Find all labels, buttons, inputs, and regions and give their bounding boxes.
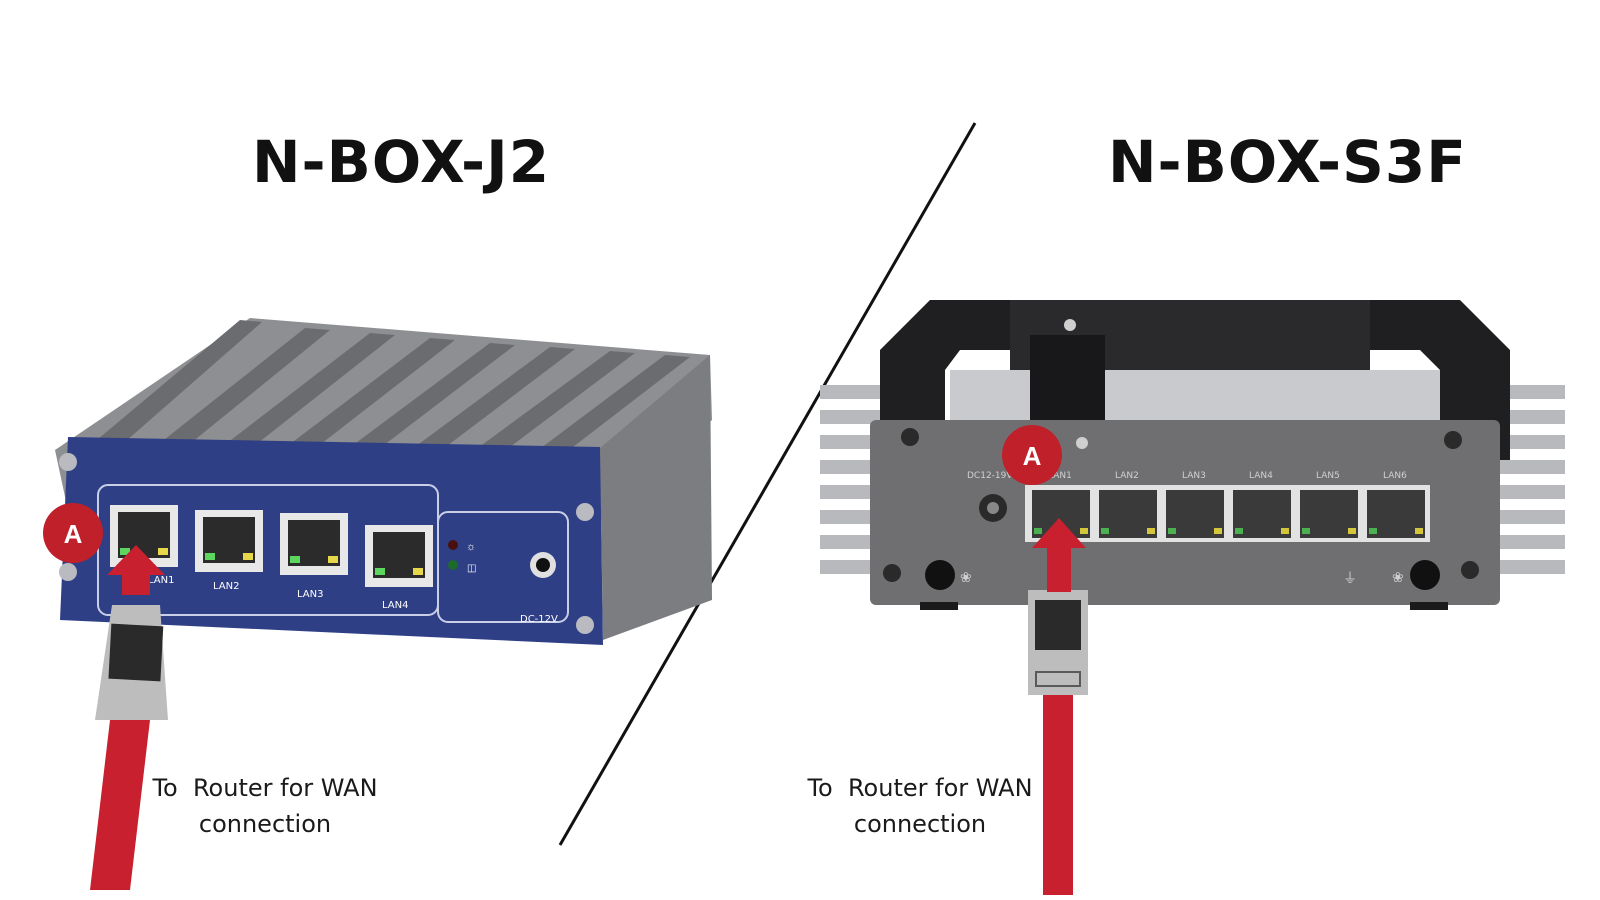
wifi-icon: ❀ — [1392, 569, 1404, 585]
s3f-port-label-1: LAN1 — [1048, 471, 1072, 481]
disk-led-icon — [448, 560, 458, 570]
lightbulb-icon: ☼ — [466, 541, 476, 553]
j2-port-label-2: LAN2 — [213, 581, 239, 592]
divider-line — [558, 122, 977, 846]
ground-icon: ⏚ — [1343, 570, 1357, 586]
s3f-side-fins — [820, 385, 1565, 574]
j2-wan-caption: To Router for WAN connection — [135, 770, 395, 842]
s3f-port-label-6: LAN6 — [1383, 471, 1407, 481]
j2-power-label: DC-12V — [520, 614, 558, 625]
antenna-mount — [1410, 560, 1440, 590]
s3f-ethernet-cable — [1028, 518, 1088, 895]
screw-icon — [1064, 319, 1076, 331]
insert-arrow-icon — [1032, 518, 1086, 592]
s3f-port-label-5: LAN5 — [1316, 471, 1340, 481]
screw-icon — [1076, 437, 1088, 449]
n-box-j2-device: LAN1 LAN2 LAN3 LAN4 ☼ ◫ DC-12V — [55, 318, 712, 645]
s3f-lan-port-6[interactable] — [1367, 490, 1425, 538]
j2-caption-line-2: connection — [198, 810, 332, 838]
s3f-wan-caption: To Router for WAN connection — [790, 770, 1050, 842]
s3f-caption-line-1: To Router for WAN — [807, 774, 1033, 802]
s3f-power-label: DC12-19V — [967, 471, 1013, 481]
power-led-icon — [448, 540, 458, 550]
wifi-icon: ❀ — [960, 569, 972, 585]
s3f-caption-line-2: connection — [853, 810, 987, 838]
j2-ethernet-cable — [90, 545, 168, 890]
antenna-mount — [925, 560, 955, 590]
screw-icon — [59, 563, 77, 581]
screw-icon — [576, 503, 594, 521]
screw-icon — [901, 428, 919, 446]
s3f-lan-port-5[interactable] — [1300, 490, 1358, 538]
s3f-marker-a: A — [1002, 425, 1062, 485]
j2-lan-port-3[interactable] — [280, 513, 348, 575]
j2-port-label-4: LAN4 — [382, 600, 408, 611]
n-box-s3f-title: N-BOX-S3F — [1108, 128, 1467, 196]
n-box-s3f-device: DC12-19V LAN1 LAN2 LAN3 LAN4 LAN5 LAN6 ❀… — [820, 300, 1565, 610]
j2-caption-line-1: To Router for WAN — [152, 774, 378, 802]
disk-icon: ◫ — [467, 563, 476, 574]
svg-text:A: A — [1023, 441, 1042, 471]
svg-text:A: A — [64, 519, 83, 549]
s3f-port-label-2: LAN2 — [1115, 471, 1139, 481]
j2-marker-a: A — [43, 503, 103, 563]
n-box-j2-title: N-BOX-J2 — [252, 128, 551, 196]
screw-icon — [1461, 561, 1479, 579]
s3f-port-label-4: LAN4 — [1249, 471, 1273, 481]
screw-icon — [1444, 431, 1462, 449]
s3f-port-label-3: LAN3 — [1182, 471, 1206, 481]
j2-port-label-3: LAN3 — [297, 589, 323, 600]
insert-arrow-icon — [107, 545, 165, 595]
s3f-lan-port-2[interactable] — [1099, 490, 1157, 538]
s3f-lan-port-3[interactable] — [1166, 490, 1224, 538]
screw-icon — [883, 564, 901, 582]
j2-lan-port-4[interactable] — [365, 525, 433, 587]
s3f-lan-port-4[interactable] — [1233, 490, 1291, 538]
screw-icon — [576, 616, 594, 634]
screw-icon — [59, 453, 77, 471]
j2-lan-port-2[interactable] — [195, 510, 263, 572]
j2-port-label-1: LAN1 — [148, 575, 174, 586]
